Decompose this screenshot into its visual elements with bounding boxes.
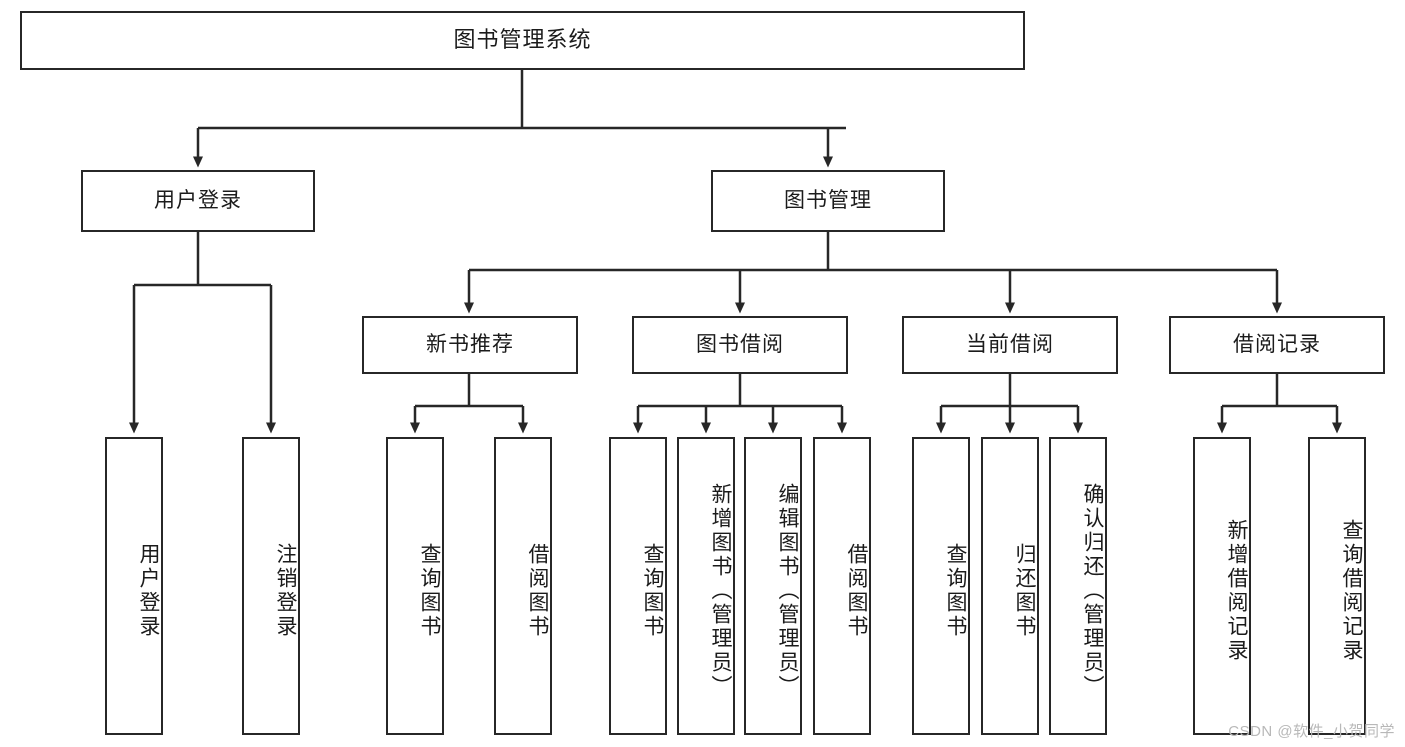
node-leaf-user-login-label: 用户登录 xyxy=(137,543,160,639)
node-leaf-add-book[interactable]: 新增图书（管理员） xyxy=(677,437,735,735)
node-leaf-query-record[interactable]: 查询借阅记录 xyxy=(1308,437,1366,735)
node-book-manage[interactable]: 图书管理 xyxy=(711,170,945,232)
node-user-login[interactable]: 用户登录 xyxy=(81,170,315,232)
node-leaf-query-book-1-label: 查询图书 xyxy=(418,543,441,639)
node-leaf-borrow-book-2[interactable]: 借阅图书 xyxy=(813,437,871,735)
node-leaf-logout-login-label: 注销登录 xyxy=(274,543,297,639)
node-leaf-query-book-2[interactable]: 查询图书 xyxy=(609,437,667,735)
node-root[interactable]: 图书管理系统 xyxy=(20,11,1025,70)
node-leaf-return-book[interactable]: 归还图书 xyxy=(981,437,1039,735)
node-leaf-query-book-3[interactable]: 查询图书 xyxy=(912,437,970,735)
node-leaf-add-record[interactable]: 新增借阅记录 xyxy=(1193,437,1251,735)
node-leaf-add-book-label: 新增图书（管理员） xyxy=(709,483,732,699)
node-leaf-query-book-2-label: 查询图书 xyxy=(641,543,664,639)
node-leaf-query-book-3-label: 查询图书 xyxy=(944,543,967,639)
node-leaf-logout-login[interactable]: 注销登录 xyxy=(242,437,300,735)
node-current-borrow[interactable]: 当前借阅 xyxy=(902,316,1118,374)
node-book-borrow[interactable]: 图书借阅 xyxy=(632,316,848,374)
node-leaf-add-record-label: 新增借阅记录 xyxy=(1225,519,1248,663)
node-new-book-recommend[interactable]: 新书推荐 xyxy=(362,316,578,374)
node-new-book-recommend-label: 新书推荐 xyxy=(426,333,514,357)
node-root-label: 图书管理系统 xyxy=(453,27,592,53)
node-leaf-borrow-book-2-label: 借阅图书 xyxy=(845,543,868,639)
node-leaf-confirm-return[interactable]: 确认归还（管理员） xyxy=(1049,437,1107,735)
node-leaf-query-record-label: 查询借阅记录 xyxy=(1340,519,1363,663)
node-leaf-edit-book[interactable]: 编辑图书（管理员） xyxy=(744,437,802,735)
node-leaf-borrow-book-1-label: 借阅图书 xyxy=(526,543,549,639)
node-leaf-query-book-1[interactable]: 查询图书 xyxy=(386,437,444,735)
node-book-manage-label: 图书管理 xyxy=(784,189,872,213)
node-leaf-user-login[interactable]: 用户登录 xyxy=(105,437,163,735)
node-current-borrow-label: 当前借阅 xyxy=(966,333,1054,357)
node-borrow-record[interactable]: 借阅记录 xyxy=(1169,316,1385,374)
node-leaf-edit-book-label: 编辑图书（管理员） xyxy=(776,483,799,699)
node-leaf-confirm-return-label: 确认归还（管理员） xyxy=(1081,483,1104,699)
node-user-login-label: 用户登录 xyxy=(154,189,242,213)
node-borrow-record-label: 借阅记录 xyxy=(1233,333,1321,357)
node-leaf-return-book-label: 归还图书 xyxy=(1013,543,1036,639)
node-leaf-borrow-book-1[interactable]: 借阅图书 xyxy=(494,437,552,735)
node-book-borrow-label: 图书借阅 xyxy=(696,333,784,357)
